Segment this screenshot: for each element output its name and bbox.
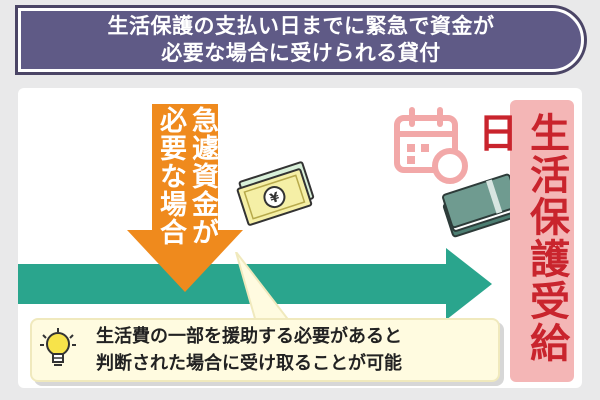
title-banner: 生活保護の支払い日までに緊急で資金が 必要な場合に受けられる貸付: [18, 8, 584, 72]
urgent-label: 急遽資金が必要な場合: [155, 106, 218, 246]
title-line-2: 必要な場合に受けられる貸付: [161, 41, 441, 65]
note-text: 生活費の一部を援助する必要があると 判断された場合に受け取ることが可能: [96, 322, 496, 378]
note-pointer: [232, 251, 294, 323]
payment-day-box: [510, 100, 574, 382]
calendar-icon: [391, 106, 473, 186]
svg-text:¥: ¥: [268, 190, 281, 207]
payment-day-label: 生活保護受給日: [471, 112, 569, 364]
light-bulb-icon: [38, 327, 78, 371]
note-line-2: 判断された場合に受け取ることが可能: [96, 353, 402, 374]
timeline-arrow-head: [446, 248, 492, 320]
note-line-1: 生活費の一部を援助する必要があると: [96, 326, 402, 347]
title-line-1: 生活保護の支払い日までに緊急で資金が: [107, 14, 495, 38]
urgent-arrow-head: [127, 230, 243, 292]
bankbook-icon: [439, 173, 525, 249]
yen-banknote-icon: ¥: [236, 151, 318, 233]
note-box: [30, 318, 500, 382]
urgent-arrow-shaft: [152, 104, 218, 232]
